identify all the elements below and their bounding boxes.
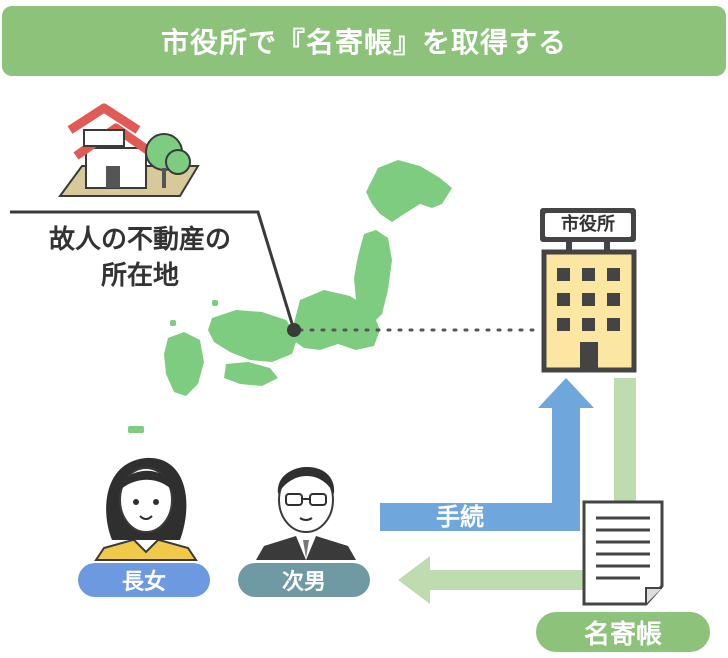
person-label-second-son: 次男	[281, 570, 326, 595]
document-label: 名寄帳	[583, 619, 662, 650]
person-label-eldest-daughter: 長女	[121, 570, 166, 595]
leader-line	[10, 210, 296, 331]
map-island-2	[170, 320, 176, 326]
map-hokkaido	[366, 160, 452, 222]
woman-avatar-icon	[94, 457, 198, 561]
map-island-3	[212, 300, 218, 306]
property-label-line-2: 所在地	[100, 261, 179, 291]
city-hall-sign: 市役所	[561, 214, 615, 235]
person-pill-eldest-daughter: 長女	[78, 563, 210, 597]
page-title: 市役所で『名寄帳』を取得する	[160, 26, 567, 59]
map-island-1	[128, 426, 144, 433]
property-label: 故人の不動産の 所在地	[20, 222, 260, 294]
request-arrow	[380, 378, 594, 531]
person-pill-second-son: 次男	[238, 563, 370, 597]
city-hall-icon	[540, 208, 637, 373]
house-icon	[58, 103, 200, 197]
map-kinki	[208, 310, 298, 362]
japan-map	[128, 160, 452, 433]
man-avatar-icon	[256, 466, 356, 560]
map-tohoku	[354, 230, 392, 322]
document-label-pill: 名寄帳	[536, 612, 710, 652]
title-banner: 市役所で『名寄帳』を取得する	[2, 6, 726, 76]
property-label-line-1: 故人の不動産の	[48, 225, 231, 255]
map-kyushu	[164, 332, 204, 396]
map-chubu	[290, 290, 380, 350]
document-icon	[582, 500, 664, 606]
map-shikoku	[224, 362, 278, 386]
procedure-label: 手続	[436, 503, 484, 531]
